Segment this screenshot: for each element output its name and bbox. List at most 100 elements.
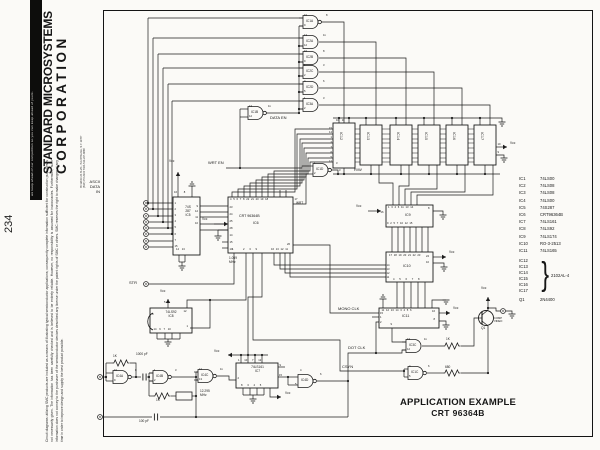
vcc-label-ic17: Vcc — [510, 141, 516, 145]
parts-list-row: IC3 74LS08 — [519, 190, 595, 197]
parts-list-row: IC1 74LS00 — [519, 176, 595, 183]
parts-list-q1-row: Q1 2N4400 — [519, 297, 595, 304]
part-ref: IC12 — [519, 258, 528, 264]
label-wrt-en: WRT EN — [208, 160, 224, 165]
chip-ic8-pin-left: 8 — [152, 312, 154, 316]
gate-ic4d-out: 6 — [320, 373, 322, 376]
value-clock-freq: 1.059 MHz — [229, 256, 237, 264]
chip-ic16-ref: IC16 — [452, 132, 457, 141]
part-number: 74LS165 — [540, 247, 557, 253]
part-ref: IC16 — [519, 281, 528, 287]
chip-ic17-ref: IC17 — [480, 132, 485, 141]
chip-ic8-pin-tr: 12 — [183, 309, 187, 313]
part-number: 74S287 — [540, 204, 555, 210]
vcc-label-ic6: Vcc — [202, 217, 208, 221]
parts-list-row: IC8 74LS92 — [519, 226, 595, 233]
parts-list-row: IC10 RO-3-2513 — [519, 241, 595, 248]
value-680: 680 — [445, 365, 451, 369]
schematic-frame — [103, 10, 593, 437]
part-number: 74LS161 — [540, 219, 557, 225]
part-ref: IC4 — [519, 197, 526, 203]
label-ascii-data-in: ASCII DATA IN — [89, 179, 100, 194]
gate-ic1b-out: 11 — [268, 105, 271, 108]
chip-ic8-pin-top: 5 — [164, 301, 166, 304]
label-rw: R/W — [354, 167, 362, 172]
page-number: 234 — [3, 214, 15, 233]
gate-ic4b-in1: 1 — [154, 369, 156, 372]
gate-ic4c-out: 11 — [220, 368, 223, 371]
application-title: APPLICATION EXAMPLE CRT 96364B — [383, 397, 533, 418]
company-slogan-strip: we keep ahead of our competition so you … — [30, 0, 42, 200]
gate-ic4a-label: IC4A — [116, 373, 124, 378]
gate-ic3a-label: IC3A — [306, 101, 314, 106]
vcc-label-osc: Vcc — [214, 349, 220, 353]
gate-ic2c-in1: 1 — [304, 64, 306, 67]
legal-disclaimer-block: Circuit diagrams utilizing SMC products … — [45, 160, 102, 442]
chip-ic9-pin-right: 8 — [428, 207, 430, 210]
gate-ic2d-out: 6 — [323, 80, 325, 83]
gate-ic1a-in1: 10 — [304, 14, 307, 17]
title-line1: APPLICATION EXAMPLE — [399, 397, 517, 408]
chip-ic6-pin26: 26 — [287, 242, 290, 246]
label-csyn: CSYN — [342, 364, 354, 369]
gate-ic2b-out: 8 — [323, 50, 325, 53]
parts-group-part: 2102AL-4 — [551, 273, 570, 279]
parts-list-row: IC7 74LS161 — [519, 219, 595, 226]
chip-ic8-name: 74LS92 IC8 — [165, 310, 177, 318]
gate-ic4d-in2: 5 — [295, 383, 297, 386]
gate-ic4c-in1: 12 — [199, 368, 202, 371]
gate-ic2a-out: 11 — [323, 34, 326, 37]
parts-list-row: IC6 CRT96364B — [519, 212, 595, 219]
chip-ic5-pins-bottom: 14 13 — [176, 248, 185, 251]
chip-ic10-pins-top: 17 18 19 20 21 22 23 — [389, 253, 421, 257]
part-ref: IC5 — [519, 204, 526, 210]
parts-list-row: IC9 74LS174 — [519, 234, 595, 241]
parts-group-brace: } — [541, 255, 550, 293]
parts-list-row: IC4 74LS00 — [519, 198, 595, 205]
gate-ic4c-in2: 13 — [199, 378, 202, 381]
vcc-label-ic7: Vcc — [285, 391, 291, 395]
chip-ic6-pins-bottom-a: 2 3 9 — [243, 248, 257, 251]
brand-line2: CORPORATION — [53, 35, 69, 174]
part-ref: IC7 — [519, 219, 526, 225]
label-wrt: WRT — [296, 201, 304, 205]
parts-list-row: IC11 74LS165 — [519, 248, 595, 255]
chip-ic5-name: 74S 287 IC5 — [185, 205, 191, 217]
gate-ic1d-in1: 1 — [314, 162, 316, 165]
gate-ic4c-label: IC4C — [201, 372, 209, 377]
gate-ic2d-label: IC2D — [306, 84, 314, 89]
gate-ic1c-label: IC1C — [411, 369, 419, 374]
gate-ic1c-in2: 5 — [409, 375, 411, 378]
gate-ic1d-label: IC1D — [316, 166, 324, 171]
chip-ic11-pins-left: 15 1 2 — [380, 312, 383, 324]
vcc-label-ic9: Vcc — [356, 204, 362, 208]
chip-ic7-pin-r1: 9 — [279, 363, 282, 367]
chip-ic8-pin-br: 1 — [186, 324, 189, 328]
part-ref: IC17 — [519, 287, 528, 293]
chip-ic17-pin-r1: 10 — [497, 142, 501, 146]
chip-ic6-pins-bottom-b: 16 13 12 11 — [271, 248, 288, 251]
chip-ic10-pin-r1: 24 — [426, 254, 429, 258]
parts-list-row: IC5 74S287 — [519, 205, 595, 212]
chip-ic6-pins-left: 23 24 25 28 14 15 10 — [229, 205, 233, 251]
part-ref: IC6 — [519, 211, 526, 217]
chip-ic7-pin-left: 2 — [237, 377, 240, 380]
chip-ic17-pin-r2: 9 — [497, 151, 500, 154]
label-comp-video: COMP VIDEO — [494, 317, 503, 324]
chip-ic9-ref: IC9 — [405, 213, 411, 217]
chip-ic5-pins-top: 16 8 — [174, 191, 186, 194]
value-1k-osc2: 1K — [156, 398, 160, 402]
part-number: 74LS00 — [540, 197, 555, 203]
gate-ic3c-in2: 12 — [407, 348, 410, 351]
chip-ic12-ref: IC12 — [339, 132, 344, 141]
part-ref: IC13 — [519, 263, 528, 269]
chip-ic12-pins-top: 10 11 — [336, 118, 345, 122]
gate-ic3c-label: IC3C — [409, 342, 417, 347]
gate-ic1c-in1: 4 — [409, 364, 411, 368]
gate-ic4a-out: 8 — [135, 369, 137, 372]
value-1k-video: 1K — [446, 337, 450, 341]
chip-ic6-pins-top: 4 5 6 7 8 22 21 20 19 18 — [230, 198, 269, 201]
